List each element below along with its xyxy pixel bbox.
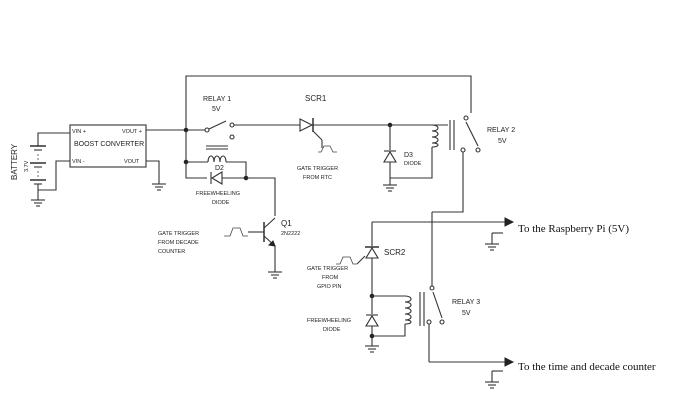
boost-converter: BOOST CONVERTER VIN + VOUT + VIN - VOUT <box>69 124 147 168</box>
pulse-icon <box>224 227 248 237</box>
gate-trigger-gpio-label-2: FROM <box>322 275 339 281</box>
freewheeling-label-2: DIODE <box>212 200 230 206</box>
scr2-label: SCR2 <box>384 248 406 257</box>
battery-label: BATTERY <box>10 143 19 180</box>
relay-2-label: RELAY 2 <box>487 127 515 134</box>
battery-voltage-label: 3.7V <box>24 160 30 172</box>
diode-d3: D3 DIODE <box>383 122 422 185</box>
relay-3: RELAY 3 5V <box>404 212 480 362</box>
gate-trigger-rtc-label-2: FROM RTC <box>303 175 332 181</box>
freewheeling-diode-d2: D2 FREEWHEELING DIODE <box>185 162 249 206</box>
q1-part-number: 2N2222 <box>281 231 300 237</box>
ground-symbol <box>365 345 379 353</box>
gate-trigger-gpio-label: GATE TRIGGER <box>307 266 348 272</box>
transistor-q1: Q1 2N2222 <box>248 217 300 272</box>
vin-plus-pin: VIN + <box>72 129 86 135</box>
d2-label: D2 <box>215 165 224 172</box>
freewheeling-label: FREEWHEELING <box>196 191 240 197</box>
ground-symbol <box>31 199 45 207</box>
scr1-label: SCR1 <box>305 94 327 103</box>
counter-output-label: To the time and decade counter <box>518 361 656 373</box>
d3-sublabel: DIODE <box>404 161 422 167</box>
ground-symbol <box>485 243 499 251</box>
ground-symbol <box>268 271 282 279</box>
vout-minus-pin: VOUT <box>124 159 140 165</box>
vout-plus-pin: VOUT + <box>122 129 142 135</box>
relay-1: RELAY 1 5V <box>183 96 300 178</box>
battery: BATTERY 3.7V <box>10 132 70 200</box>
relay-1-label: RELAY 1 <box>203 96 231 103</box>
ground-symbol <box>383 184 397 192</box>
pulse-icon <box>318 145 337 153</box>
boost-converter-label: BOOST CONVERTER <box>74 141 144 148</box>
freewheeling-3-label-2: DIODE <box>323 327 341 333</box>
freewheeling-3-label: FREEWHEELING <box>307 318 351 324</box>
relay-3-voltage: 5V <box>462 310 471 317</box>
ground-symbol <box>485 381 499 389</box>
relay-3-label: RELAY 3 <box>452 299 480 306</box>
gate-trigger-rtc-label: GATE TRIGGER <box>297 166 338 172</box>
gate-trigger-decade-label-3: COUNTER <box>158 249 185 255</box>
vin-minus-pin: VIN - <box>72 159 85 165</box>
q1-label: Q1 <box>281 219 292 228</box>
gate-trigger-decade-label: GATE TRIGGER <box>158 231 199 237</box>
relay-2: RELAY 2 5V <box>431 115 515 213</box>
relay-1-voltage: 5V <box>212 106 221 113</box>
pulse-icon <box>336 256 357 265</box>
raspberry-pi-output-label: To the Raspberry Pi (5V) <box>518 223 629 235</box>
ground-symbol <box>152 183 166 191</box>
scr-2: SCR2 <box>356 222 406 296</box>
freewheeling-diode-3: FREEWHEELING DIODE <box>307 296 379 346</box>
gate-trigger-decade-label-2: FROM DECADE <box>158 240 199 246</box>
d3-label: D3 <box>404 152 413 159</box>
relay-2-voltage: 5V <box>498 138 507 145</box>
gate-trigger-gpio-label-3: GPIO PIN <box>317 284 341 290</box>
scr-1: SCR1 <box>299 94 448 148</box>
